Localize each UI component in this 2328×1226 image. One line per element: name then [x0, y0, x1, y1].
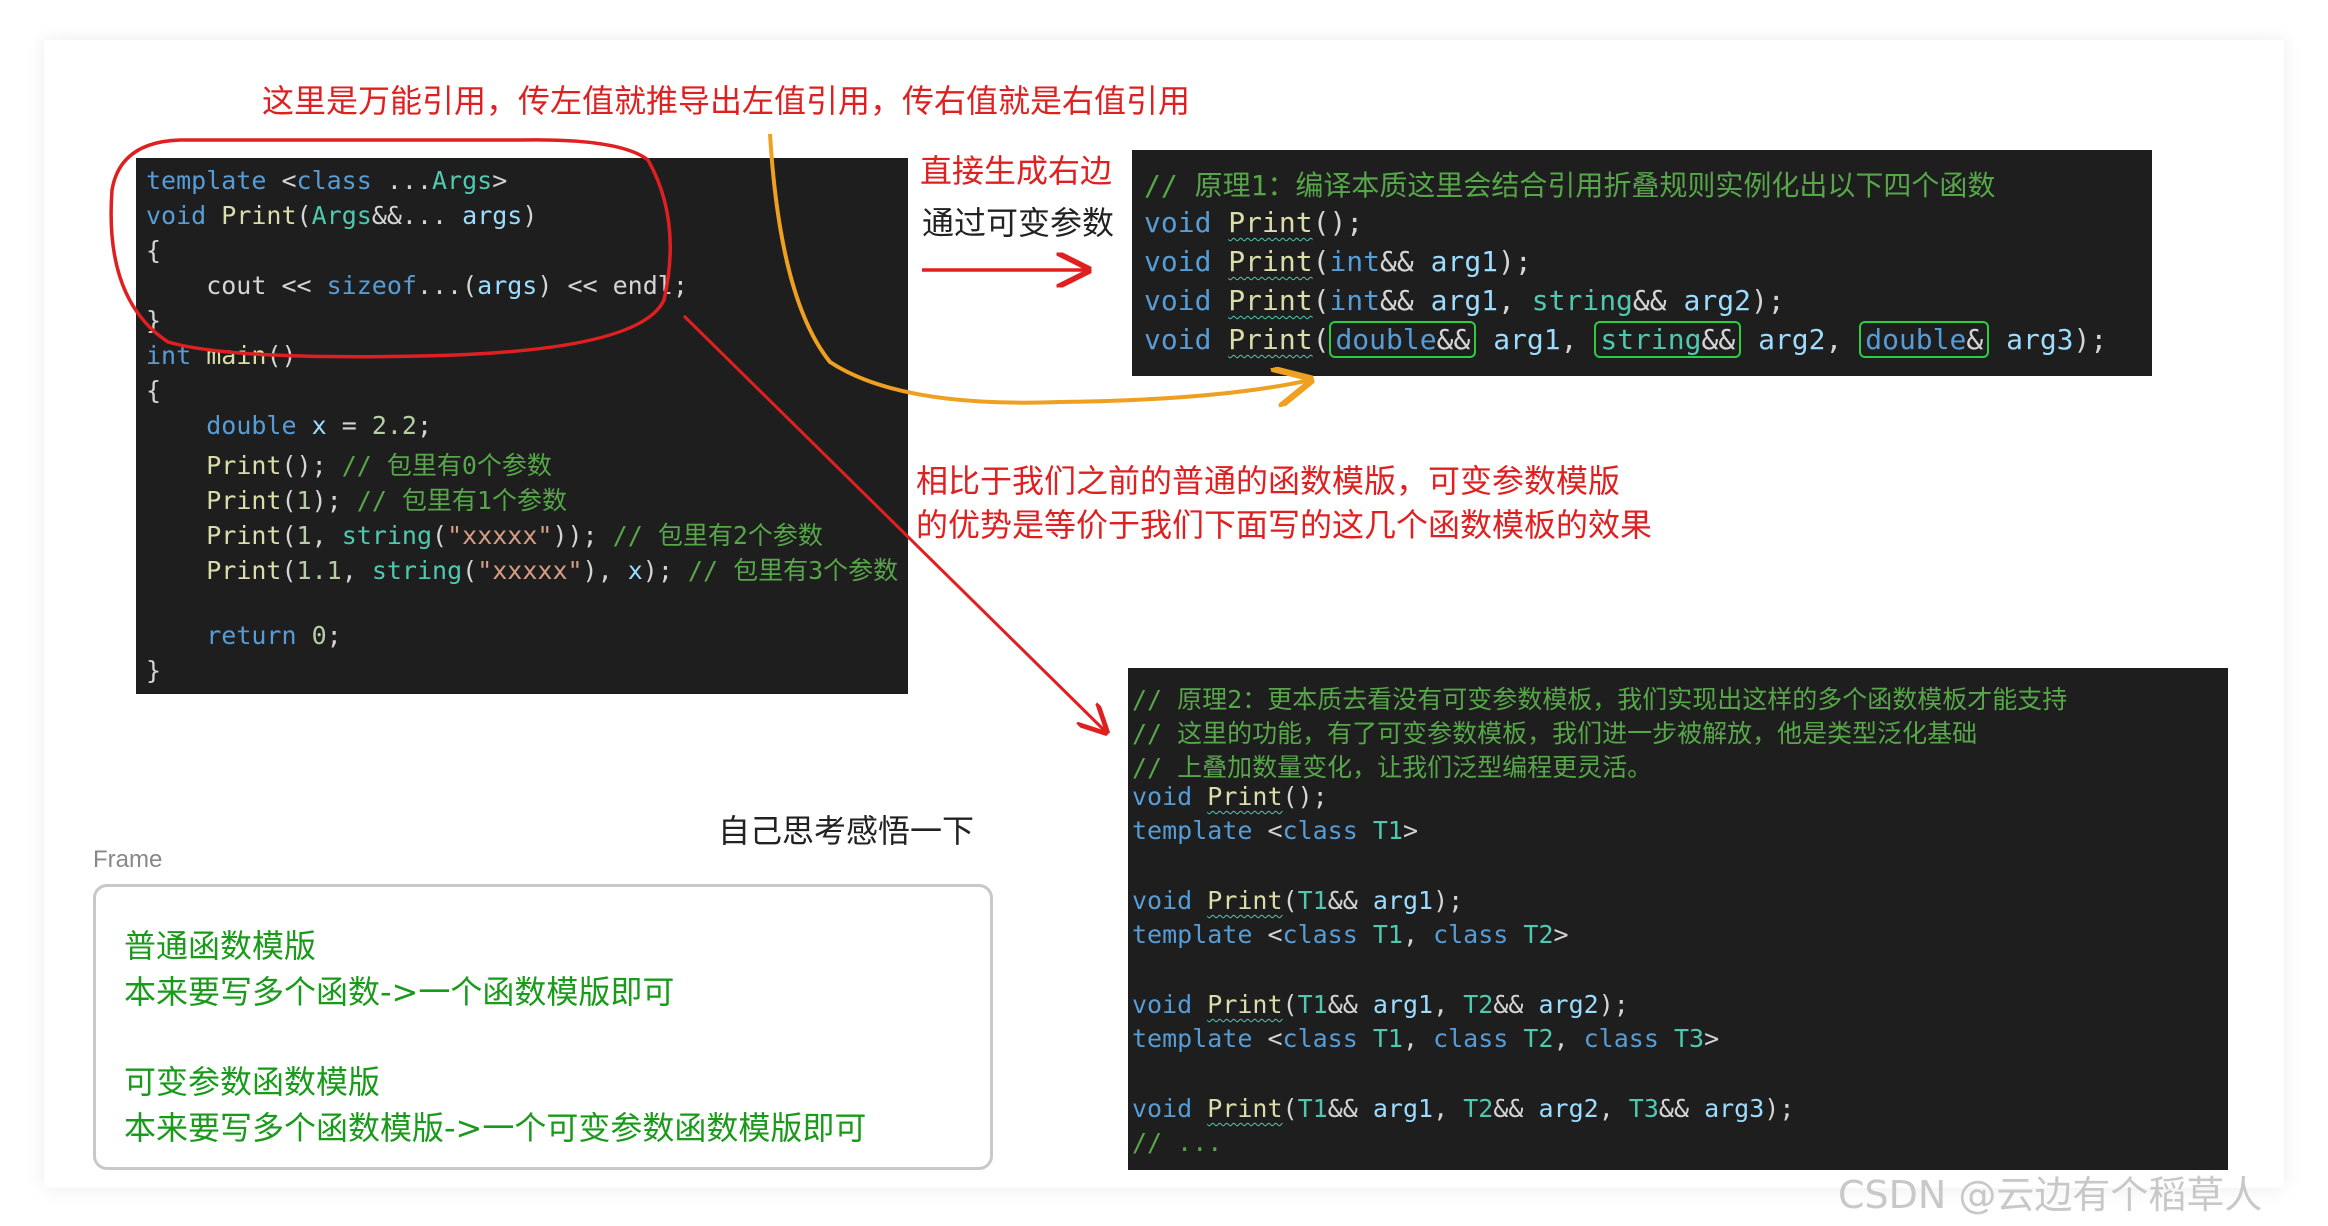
code-line: void Print(int&& arg1, string&& arg2); — [1144, 284, 1785, 317]
code-line: void Print(T1&& arg1); — [1132, 886, 1464, 915]
code-line: } — [146, 306, 162, 335]
note-reflect: 自己思考感悟一下 — [718, 812, 975, 850]
code-line: { — [146, 236, 162, 265]
top-annotation: 这里是万能引用，传左值就推导出左值引用，传右值就是右值引用 — [262, 82, 1191, 120]
code-line: cout << sizeof...(args) << endl; — [146, 271, 688, 300]
code-line: Print(); // 包里有0个参数 — [206, 451, 552, 480]
frame-line: 可变参数函数模版 — [124, 1063, 381, 1101]
principle2-comment: // 这里的功能，有了可变参数模板，我们进一步被解放，他是类型泛化基础 — [1132, 719, 1978, 748]
code-line: Print(1); // 包里有1个参数 — [206, 486, 567, 515]
code-line: void Print(); — [1144, 206, 1364, 239]
highlight-box: string&& — [1594, 321, 1742, 358]
code-line — [146, 586, 161, 615]
code-block-principle1: // 原理1：编译本质这里会结合引用折叠规则实例化出以下四个函数 void Pr… — [1132, 150, 2152, 376]
code-line: Print(1.1, string("xxxxx"), x); // 包里有3个… — [206, 556, 899, 585]
code-line: void Print(double&& arg1, string&& arg2,… — [1144, 321, 2108, 358]
principle2-comment: // 原理2：更本质去看没有可变参数模板，我们实现出这样的多个函数模板才能支持 — [1132, 685, 2068, 714]
code-block-principle2: // 原理2：更本质去看没有可变参数模板，我们实现出这样的多个函数模板才能支持 … — [1128, 668, 2228, 1170]
code-line: return 0; — [206, 621, 342, 650]
code-line: void Print(Args&&... args) — [146, 201, 538, 230]
note-via-variadic: 通过可变参数 — [922, 204, 1115, 242]
code-line: } — [146, 656, 162, 685]
note-advantage-2: 的优势是等价于我们下面写的这几个函数模板的效果 — [916, 506, 1653, 544]
code-line: void Print(T1&& arg1, T2&& arg2); — [1132, 990, 1629, 1019]
frame-label: Frame — [93, 846, 163, 873]
principle1-comment: // 原理1：编译本质这里会结合引用折叠规则实例化出以下四个函数 — [1144, 169, 1996, 202]
watermark: CSDN @云边有个稻草人 — [1838, 1173, 2263, 1217]
frame-line: 普通函数模版 — [124, 927, 317, 965]
frame-line: 本来要写多个函数->一个函数模版即可 — [124, 973, 675, 1011]
frame-box: 普通函数模版 本来要写多个函数->一个函数模版即可 可变参数函数模版 本来要写多… — [93, 884, 993, 1170]
code-line: { — [146, 376, 162, 405]
code-line: template <class T1, class T2> — [1132, 920, 1569, 949]
code-line: void Print(); — [1132, 782, 1328, 811]
note-direct-generate: 直接生成右边 — [920, 152, 1113, 190]
code-line: Print(1, string("xxxxx")); // 包里有2个参数 — [206, 521, 823, 550]
code-line: template <class T1> — [1132, 816, 1419, 845]
frame-line: 本来要写多个函数模版->一个可变参数函数模版即可 — [124, 1109, 867, 1147]
principle2-comment: // 上叠加数量变化，让我们泛型编程更灵活。 — [1132, 753, 1653, 782]
highlight-box: double&& — [1329, 321, 1477, 358]
note-advantage-1: 相比于我们之前的普通的函数模版，可变参数模版 — [916, 462, 1621, 500]
code-line: void Print(T1&& arg1, T2&& arg2, T3&& ar… — [1132, 1094, 1795, 1123]
code-block-main: template <class ...Args> void Print(Args… — [136, 158, 908, 694]
code-line: template <class ...Args> — [146, 166, 508, 195]
code-line: template <class T1, class T2, class T3> — [1132, 1024, 1720, 1053]
code-line: double x = 2.2; — [206, 411, 433, 440]
code-line: // ... — [1132, 1128, 1223, 1157]
code-line: void Print(int&& arg1); — [1144, 245, 1532, 278]
code-line: int main() — [146, 341, 297, 370]
highlight-box: double& — [1859, 321, 1990, 358]
